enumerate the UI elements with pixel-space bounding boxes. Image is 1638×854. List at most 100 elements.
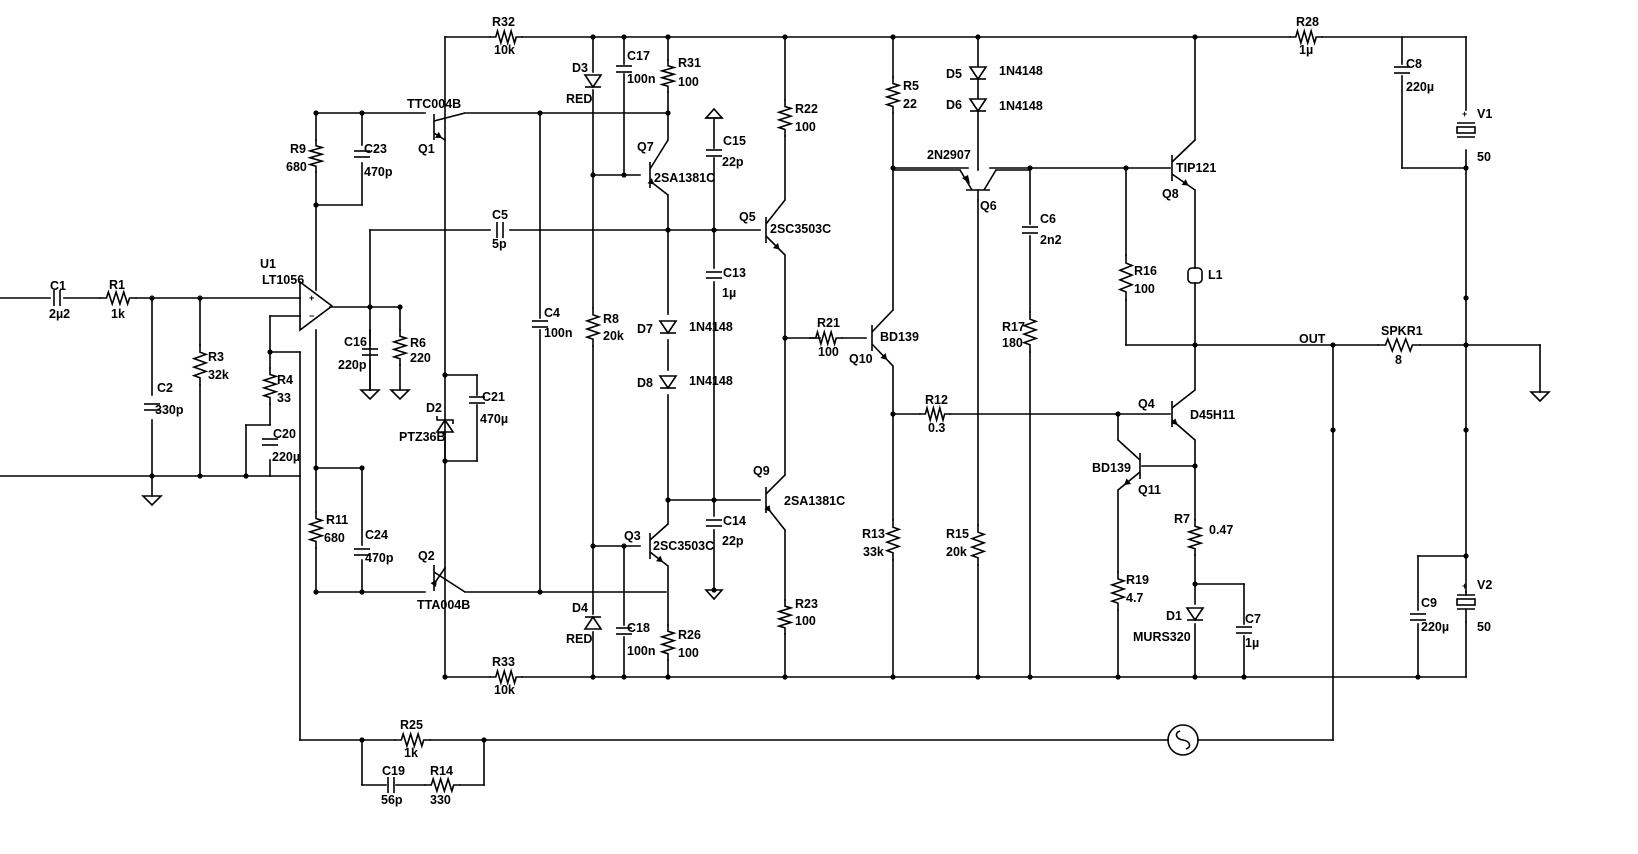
junction-dot: [665, 34, 671, 40]
junction-dot: [359, 737, 365, 743]
label-r17: R17: [1002, 320, 1025, 334]
ground-r6: [389, 389, 411, 401]
junction-dot: [197, 473, 203, 479]
diode-d8: [658, 375, 678, 390]
label-q3: Q3: [624, 529, 641, 543]
label-d3v: RED: [566, 92, 592, 106]
junction-dot: [149, 473, 155, 479]
label-r31: R31: [678, 56, 701, 70]
label-q9v: 2SA1381C: [784, 494, 845, 508]
transistor-q7-arrow: [647, 178, 655, 185]
junction-dot: [1463, 165, 1469, 171]
resistor-r26: [659, 624, 677, 661]
cap-c9: [1410, 613, 1426, 621]
junction-dot: [359, 465, 365, 471]
label-r23v: 100: [795, 614, 816, 628]
transistor-q11-emitter: [1117, 471, 1141, 491]
junction-dot: [359, 589, 365, 595]
resistor-r8: [584, 307, 602, 347]
label-v1v: 50: [1477, 150, 1491, 164]
label-c15v: 22p: [722, 155, 744, 169]
transistor-q1-arrow: [434, 131, 442, 139]
junction-dot: [1330, 342, 1336, 348]
label-c4v: 100n: [544, 326, 573, 340]
label-r4: R4: [277, 373, 293, 387]
transistor-q11-arrow: [1124, 478, 1132, 485]
resistor-r23: [776, 599, 794, 635]
transistor-q8-collector: [1171, 139, 1196, 163]
junction-dot: [1415, 674, 1421, 680]
resistor-r12: [919, 404, 951, 424]
transistor-q4: [1170, 389, 1196, 441]
label-q6: Q6: [980, 199, 997, 213]
junction-dot: [621, 674, 627, 680]
label-c20v: 220µ: [272, 450, 300, 464]
label-c17v: 100n: [627, 72, 656, 86]
components: +−++: [53, 28, 1551, 794]
junction-dot: [367, 304, 373, 310]
diode-d6: [968, 98, 988, 113]
label-c14v: 22p: [722, 534, 744, 548]
junction-dot: [537, 110, 543, 116]
transistor-q11: [1117, 439, 1141, 491]
transistor-q2: [430, 565, 466, 593]
junction-dot: [313, 465, 319, 471]
label-d4v: RED: [566, 632, 592, 646]
resistor-r31: [659, 59, 677, 93]
junction-dot: [397, 304, 403, 310]
resistor-r21: [809, 329, 843, 347]
battery-v2-cell: [1456, 598, 1476, 606]
diode-d8-body: [658, 375, 678, 390]
label-q9: Q9: [753, 464, 770, 478]
junction-dot: [359, 110, 365, 116]
battery-v1: +: [1456, 109, 1476, 138]
resistor-r15: [969, 524, 987, 566]
junction-dot: [890, 411, 896, 417]
label-c18v: 100n: [627, 644, 656, 658]
label-c13v: 1µ: [722, 286, 736, 300]
label-d7v: 1N4148: [689, 320, 733, 334]
transistor-q1: [433, 112, 466, 141]
cap-c8: [1394, 66, 1410, 74]
ground-triangle: [389, 389, 411, 401]
transistor-q8-arrow: [1181, 179, 1189, 186]
label-c8: C8: [1406, 57, 1422, 71]
junction-dot: [621, 543, 627, 549]
ground-input: [141, 495, 163, 507]
resistor-r4: [261, 367, 279, 405]
junction-dot: [890, 34, 896, 40]
diode-d5: [968, 66, 988, 81]
label-q7v: 2SA1381C: [654, 171, 715, 185]
transistor-q6-collector: [983, 169, 997, 191]
label-d2v: PTZ36B: [399, 430, 446, 444]
cap-c19: [387, 777, 395, 793]
label-q1v: TTC004B: [407, 97, 461, 111]
label-c1v: 2µ2: [49, 307, 70, 321]
resistor-r33: [489, 668, 523, 686]
label-r31v: 100: [678, 75, 699, 89]
ground-triangle: [1529, 391, 1551, 403]
label-r14: R14: [430, 764, 453, 778]
junction-dot: [782, 335, 788, 341]
transistor-q9-collector: [765, 474, 786, 495]
label-d7: D7: [637, 322, 653, 336]
label-d8: D8: [637, 376, 653, 390]
resistor-r16: [1117, 254, 1135, 301]
resistor-r7: [1186, 519, 1204, 556]
label-r6: R6: [410, 336, 426, 350]
label-r12: R12: [925, 393, 948, 407]
label-d4: D4: [572, 601, 588, 615]
ground-c16: [359, 389, 381, 401]
label-v2: V2: [1477, 578, 1492, 592]
battery-v1-plus: +: [1462, 109, 1467, 119]
rail-arrow-up: [704, 107, 724, 119]
label-c19: C19: [382, 764, 405, 778]
junction-dot: [442, 372, 448, 378]
label-r23: R23: [795, 597, 818, 611]
diode-d5-body: [968, 66, 988, 81]
junction-dot: [1115, 674, 1121, 680]
opamp-minus: −: [309, 311, 314, 321]
resistor-r5: [884, 76, 902, 114]
label-r3v: 32k: [208, 368, 229, 382]
label-r7v: 0.47: [1209, 523, 1233, 537]
